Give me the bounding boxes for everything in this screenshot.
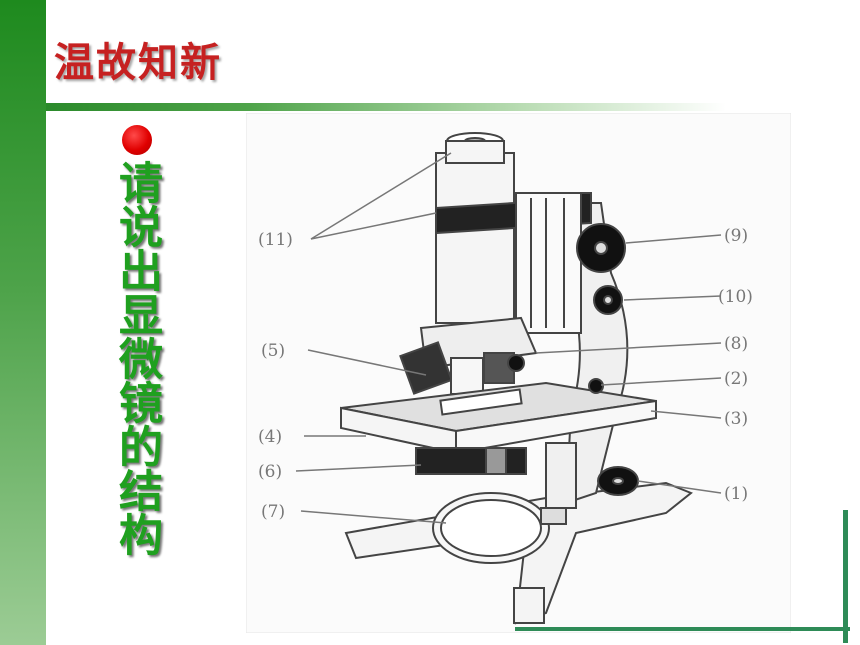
corner-accent-horizontal [515,627,850,631]
bullet-dot-icon [122,125,152,155]
label-8: (8) [724,334,748,354]
label-5: (5) [261,341,285,361]
left-accent-bar [0,0,46,645]
label-10: (10) [718,287,753,307]
mirror [432,492,567,564]
microscope-diagram: (11) (9) (10) (5) (8) (2) (3) (4) (6) (1… [246,113,791,633]
question-prompt: 请说出显微镜的结构 [111,160,162,556]
label-3: (3) [724,409,748,429]
coarse-adjuster [576,223,626,273]
stage [340,378,657,455]
nosepiece [399,316,538,395]
corner-accent-vertical [843,510,848,643]
title-underline [46,103,726,111]
body-tube [435,132,592,334]
leader-lines [295,152,722,524]
slide-title: 温故知新 [54,40,222,86]
label-9: (9) [724,226,748,246]
label-6: (6) [258,462,282,482]
condenser [415,447,527,475]
label-2: (2) [724,369,748,389]
base-knob [597,466,639,496]
label-1: (1) [724,484,748,504]
label-11: (11) [258,230,293,250]
label-4: (4) [258,427,282,447]
fine-adjuster [593,285,623,315]
label-7: (7) [261,502,285,522]
